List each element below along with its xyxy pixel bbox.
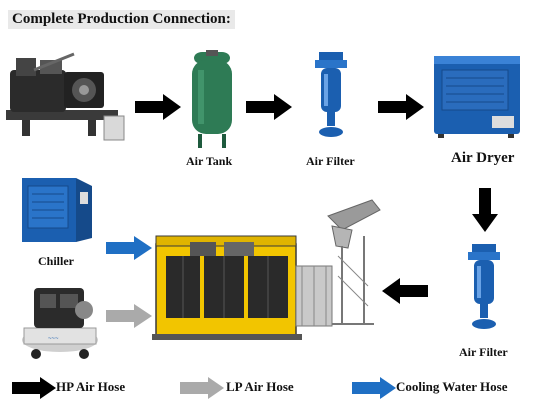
air-filter-top-label: Air Filter xyxy=(306,154,355,168)
lp-arrow-compressor-to-machine xyxy=(106,304,152,328)
legend-hp-arrow xyxy=(12,377,56,399)
lp-air-compressor-image: ~~~ xyxy=(22,288,98,359)
air-dryer-image xyxy=(434,56,520,138)
air-tank-image xyxy=(192,50,232,148)
air-filter-bottom-label: Air Filter xyxy=(459,345,508,359)
blow-molding-machine-image xyxy=(152,199,381,340)
page-title: Complete Production Connection: xyxy=(8,10,235,29)
legend-lp-arrow xyxy=(180,377,224,399)
hp-arrow-compressor-to-tank xyxy=(135,94,181,120)
legend-cooling-arrow xyxy=(352,377,396,399)
hp-arrow-dryer-to-filter xyxy=(472,188,498,232)
air-filter-top-image xyxy=(315,52,347,137)
air-filter-bottom-image xyxy=(468,244,500,329)
chiller-label: Chiller xyxy=(38,254,74,268)
hp-arrow-filter-to-machine xyxy=(382,278,428,304)
legend-hp-label: HP Air Hose xyxy=(56,379,126,394)
chiller-image xyxy=(22,178,92,242)
svg-text:~~~: ~~~ xyxy=(48,336,59,342)
legend-lp-label: LP Air Hose xyxy=(226,379,294,394)
air-tank-label: Air Tank xyxy=(186,154,233,168)
hp-arrow-tank-to-filter xyxy=(246,94,292,120)
hp-arrow-filter-to-dryer xyxy=(378,94,424,120)
cooling-arrow-chiller-to-machine xyxy=(106,236,152,260)
air-dryer-label: Air Dryer xyxy=(451,150,515,166)
legend-cooling-label: Cooling Water Hose xyxy=(396,379,508,394)
air-compressor-image xyxy=(6,52,125,141)
